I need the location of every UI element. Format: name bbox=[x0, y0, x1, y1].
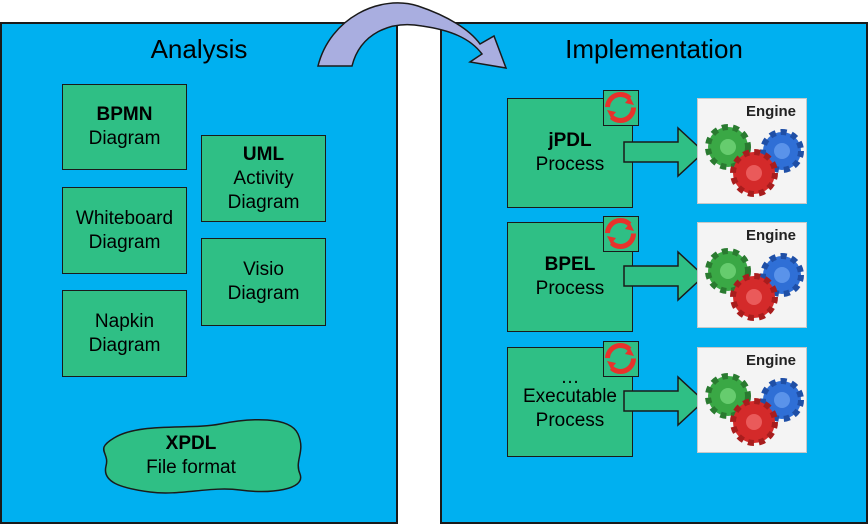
jpdl-sublabel: Process bbox=[535, 154, 605, 175]
bpmn-sublabel: Diagram bbox=[88, 128, 161, 149]
refresh-badge-1 bbox=[603, 90, 639, 126]
jpdl-label: jPDL bbox=[548, 130, 592, 151]
ellipsis-label: … bbox=[560, 367, 580, 388]
gears-icon bbox=[705, 124, 804, 197]
uml-activity-diagram-box: UML Activity Diagram bbox=[201, 135, 326, 222]
executable-sublabel: Process bbox=[535, 410, 605, 431]
napkin-sublabel: Diagram bbox=[88, 334, 161, 356]
analysis-title: Analysis bbox=[150, 34, 248, 64]
napkin-label: Napkin bbox=[94, 310, 155, 332]
bpmn-label: BPMN bbox=[96, 104, 153, 125]
engine-card-2: Engine bbox=[697, 222, 807, 328]
whiteboard-label: Whiteboard bbox=[75, 207, 174, 229]
refresh-badge-2 bbox=[603, 216, 639, 252]
transition-arrow bbox=[317, 2, 508, 69]
napkin-diagram-box: Napkin Diagram bbox=[62, 290, 187, 377]
uml-label: UML bbox=[242, 143, 285, 165]
engine-label: Engine bbox=[745, 103, 796, 120]
xpdl-blob-shape bbox=[102, 418, 302, 494]
visio-sublabel: Diagram bbox=[227, 283, 300, 304]
blue-gear-icon bbox=[760, 129, 804, 173]
arrow-to-engine-2 bbox=[623, 250, 706, 302]
whiteboard-diagram-box: Whiteboard Diagram bbox=[62, 187, 187, 274]
uml-diagram-label: Diagram bbox=[227, 191, 300, 213]
red-gear-icon bbox=[730, 398, 778, 446]
bpmn-diagram-box: BPMN Diagram bbox=[62, 84, 187, 170]
xpdl-label: XPDL bbox=[165, 433, 217, 454]
visio-label: Visio bbox=[243, 259, 284, 280]
uml-activity-label: Activity bbox=[233, 167, 294, 189]
engine-card-3: Engine bbox=[697, 347, 807, 453]
xpdl-sublabel: File format bbox=[146, 457, 236, 478]
refresh-icon bbox=[605, 218, 636, 249]
arrow-to-engine-1 bbox=[623, 126, 706, 178]
jpdl-process-box: jPDL Process bbox=[507, 98, 633, 208]
engine-label: Engine bbox=[745, 352, 796, 369]
blue-gear-icon bbox=[760, 378, 804, 422]
xpdl-text: XPDL File format bbox=[100, 432, 282, 480]
visio-diagram-box: Visio Diagram bbox=[201, 238, 326, 326]
refresh-icon bbox=[605, 343, 636, 374]
analysis-panel: Analysis BPMN Diagram Whiteboard Diagram… bbox=[0, 22, 398, 524]
red-gear-icon bbox=[730, 273, 778, 321]
refresh-badge-3 bbox=[603, 341, 639, 377]
whiteboard-sublabel: Diagram bbox=[88, 231, 161, 253]
implementation-title: Implementation bbox=[565, 34, 743, 64]
arrow-to-engine-3 bbox=[623, 375, 706, 427]
gears-icon bbox=[705, 373, 804, 446]
engine-card-1: Engine bbox=[697, 98, 807, 204]
refresh-icon bbox=[605, 92, 636, 123]
executable-label: Executable bbox=[522, 386, 617, 407]
bpel-label: BPEL bbox=[544, 254, 596, 275]
gears-icon bbox=[705, 248, 804, 321]
engine-label: Engine bbox=[745, 227, 796, 244]
blue-gear-icon bbox=[760, 253, 804, 297]
red-gear-icon bbox=[730, 149, 778, 197]
bpel-sublabel: Process bbox=[535, 278, 605, 299]
